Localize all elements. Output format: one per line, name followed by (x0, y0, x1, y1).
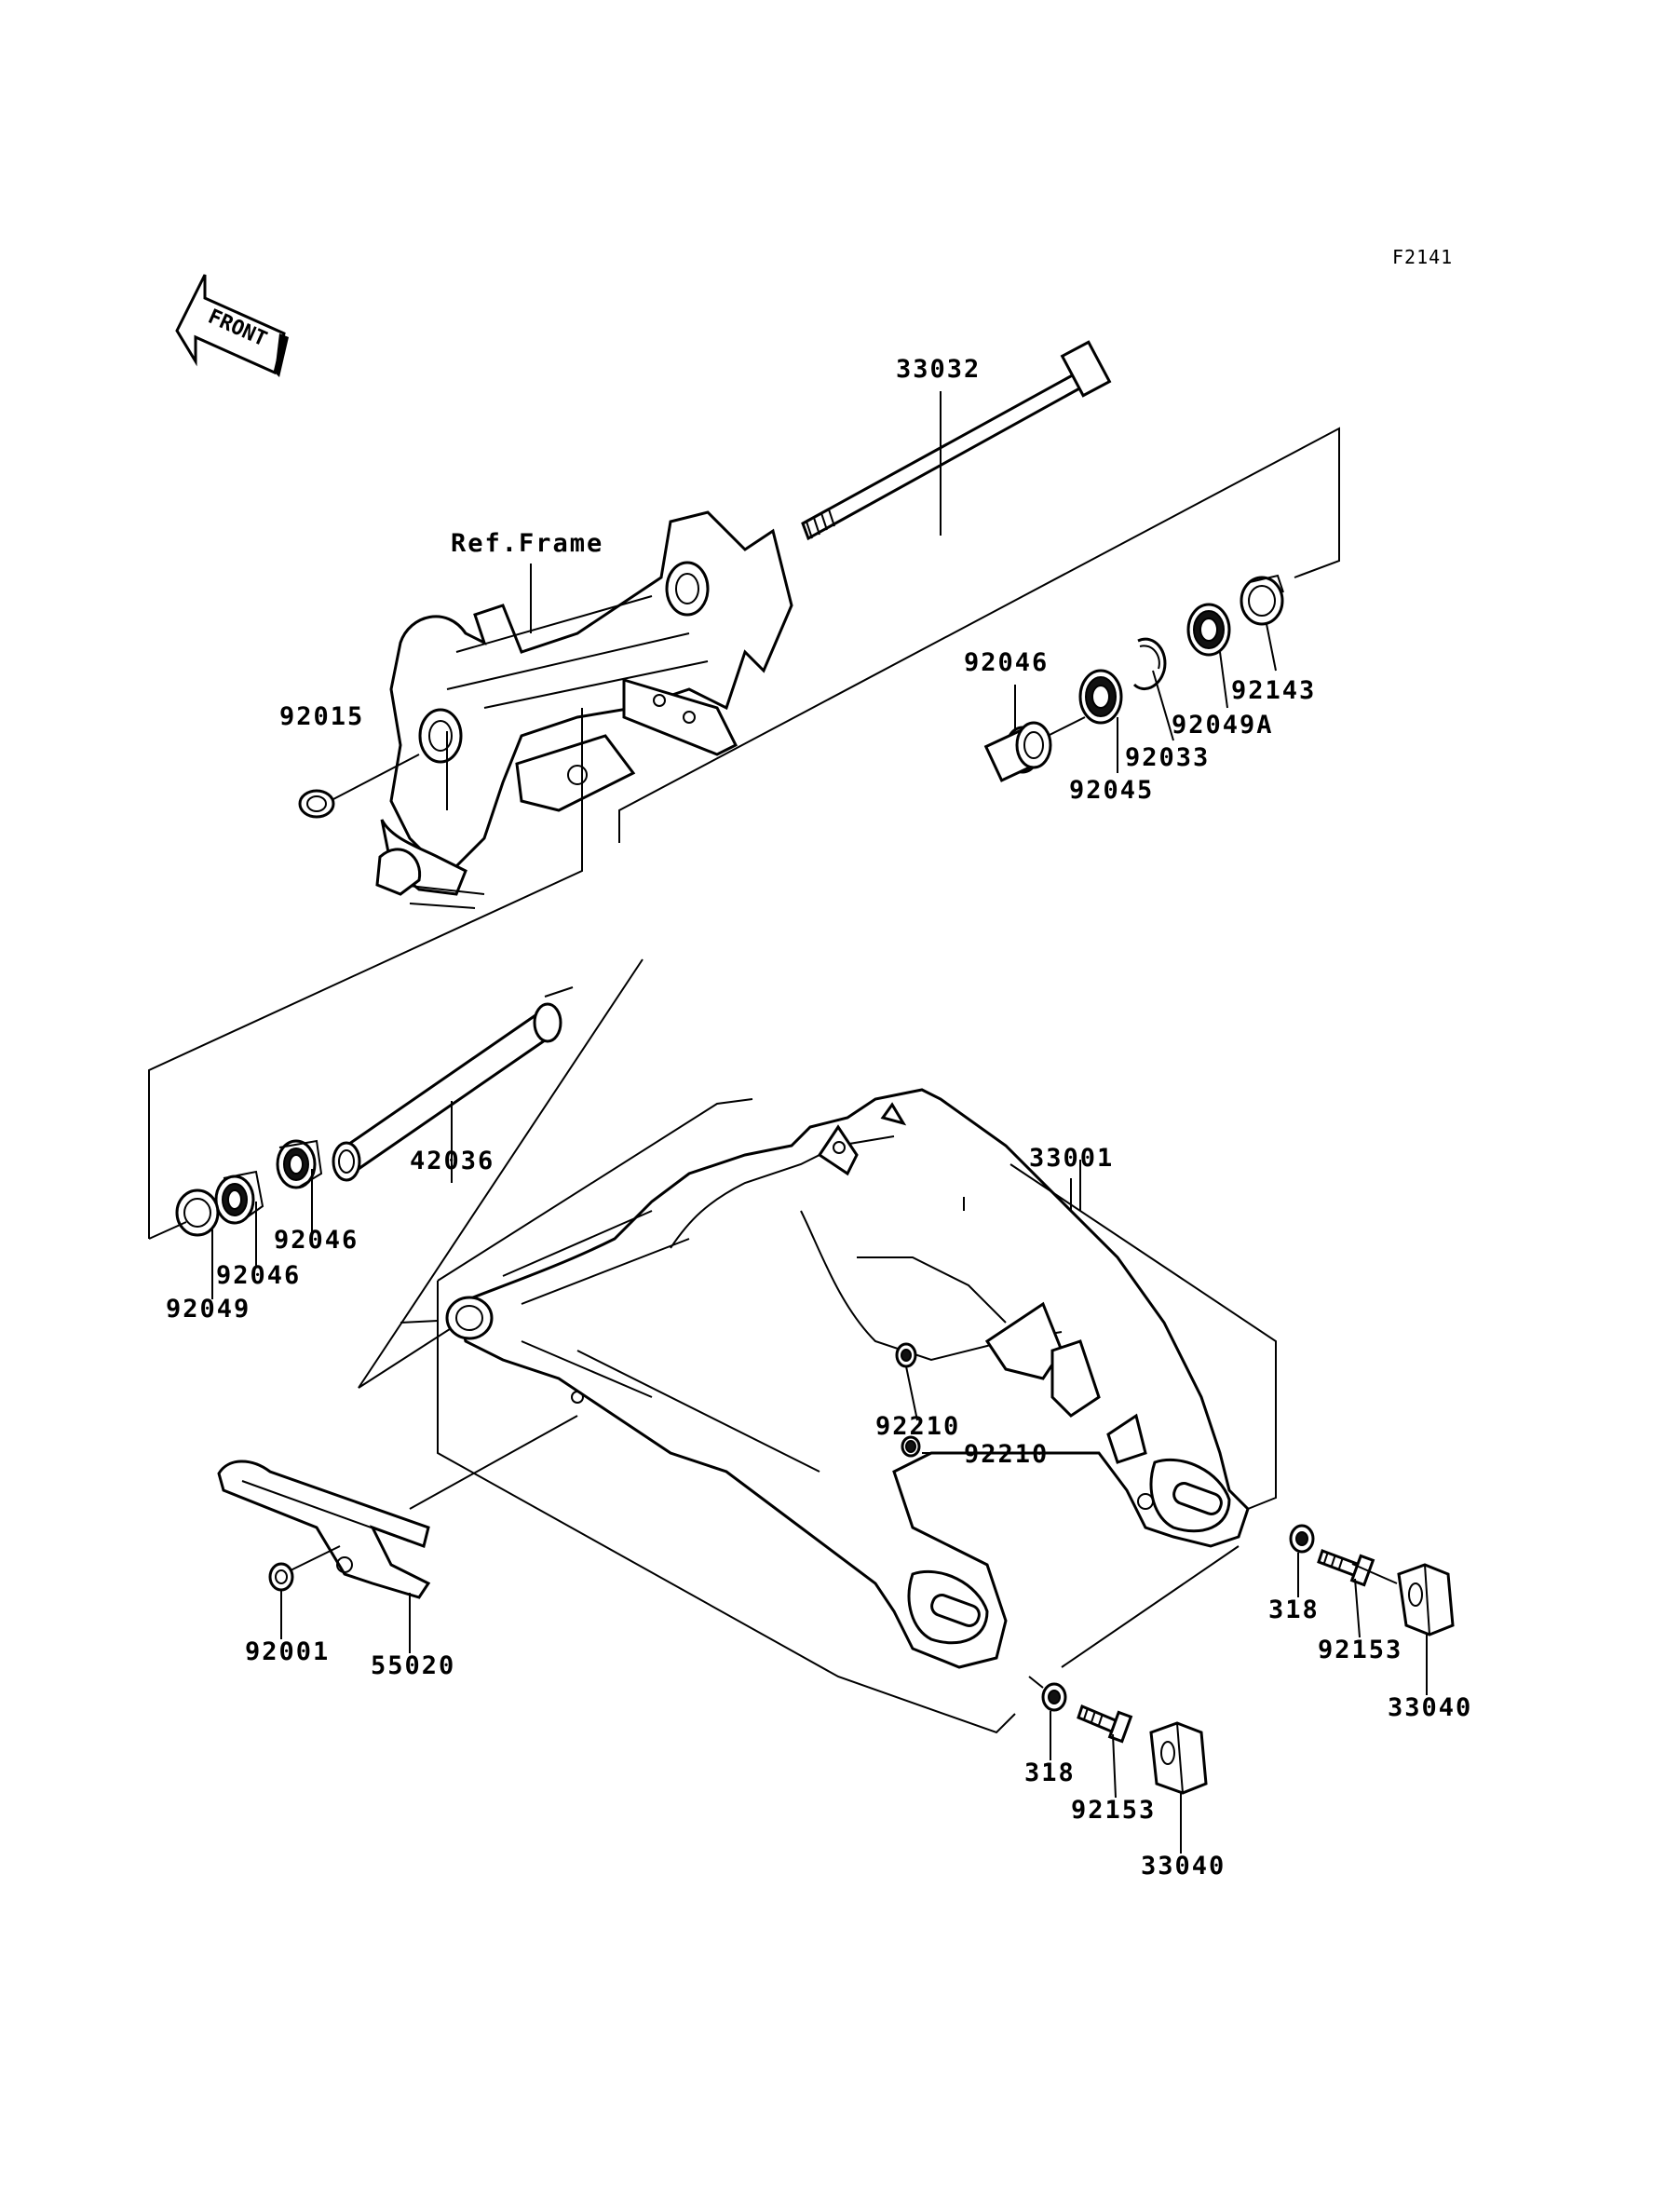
label-92001: 92001 (245, 1637, 330, 1666)
label-92045: 92045 (1069, 776, 1154, 805)
chain-guard-55020 (217, 1460, 431, 1599)
label-92046-a: 92046 (274, 1226, 359, 1255)
nut-318-bottom (1041, 1682, 1067, 1712)
label-55020: 55020 (371, 1651, 455, 1680)
label-318-bottom: 318 (1024, 1759, 1076, 1787)
bolt-92001 (268, 1545, 341, 1592)
adjuster-33040-right (1397, 1563, 1455, 1636)
label-92046-b: 92046 (216, 1261, 301, 1290)
label-33032: 33032 (896, 355, 981, 384)
label-318-right: 318 (1268, 1596, 1320, 1624)
label-33040-right: 33040 (1388, 1693, 1472, 1722)
part-labels: 33032 Ref.Frame 92015 92046 92045 92033 … (166, 355, 1472, 1881)
seal-92049A (1186, 603, 1231, 657)
label-92049: 92049 (166, 1295, 251, 1324)
bolt-92153-right (1317, 1549, 1375, 1587)
label-92033: 92033 (1125, 743, 1210, 772)
reference-frame (375, 510, 793, 909)
label-92049A: 92049A (1172, 711, 1274, 740)
label-92153-bottom: 92153 (1071, 1796, 1156, 1825)
label-33040-bottom: 33040 (1141, 1852, 1226, 1881)
seal-92049 (175, 1188, 220, 1237)
bearing-92046-top (983, 721, 1052, 782)
label-92046-top: 92046 (964, 648, 1049, 677)
label-ref-frame: Ref.Frame (451, 529, 603, 558)
swingarm-33001 (445, 1088, 1250, 1669)
label-92210-b: 92210 (964, 1440, 1049, 1469)
label-33001: 33001 (1029, 1144, 1114, 1173)
label-92153-right: 92153 (1318, 1636, 1402, 1664)
bearing-92046-a (276, 1139, 323, 1189)
front-arrow-icon: FRONT (175, 274, 289, 377)
label-92015: 92015 (279, 702, 364, 731)
bearing-92046-b (214, 1170, 264, 1225)
nut-318-right (1289, 1524, 1315, 1554)
adjuster-33040-bottom (1149, 1721, 1208, 1795)
pivot-shaft-33032 (801, 340, 1112, 541)
bolt-92153-bottom (1077, 1704, 1133, 1744)
label-42036: 42036 (410, 1147, 495, 1175)
diagram-code: F2141 (1392, 246, 1453, 268)
circlip-92033 (1132, 637, 1167, 690)
bearing-92045 (1078, 669, 1123, 725)
label-92210-a: 92210 (875, 1412, 960, 1441)
collar-42036 (332, 1002, 562, 1182)
label-leaders (211, 391, 1428, 1854)
leader-lines-swingarm (400, 1098, 1277, 1734)
label-92143: 92143 (1231, 676, 1316, 705)
leader-lines-frame (148, 427, 1340, 1239)
grease-nipple-92210-a (895, 1342, 918, 1421)
grease-nipple-92210-b (901, 1435, 959, 1458)
nut-92015 (298, 754, 420, 819)
collar-92143 (1240, 574, 1284, 626)
